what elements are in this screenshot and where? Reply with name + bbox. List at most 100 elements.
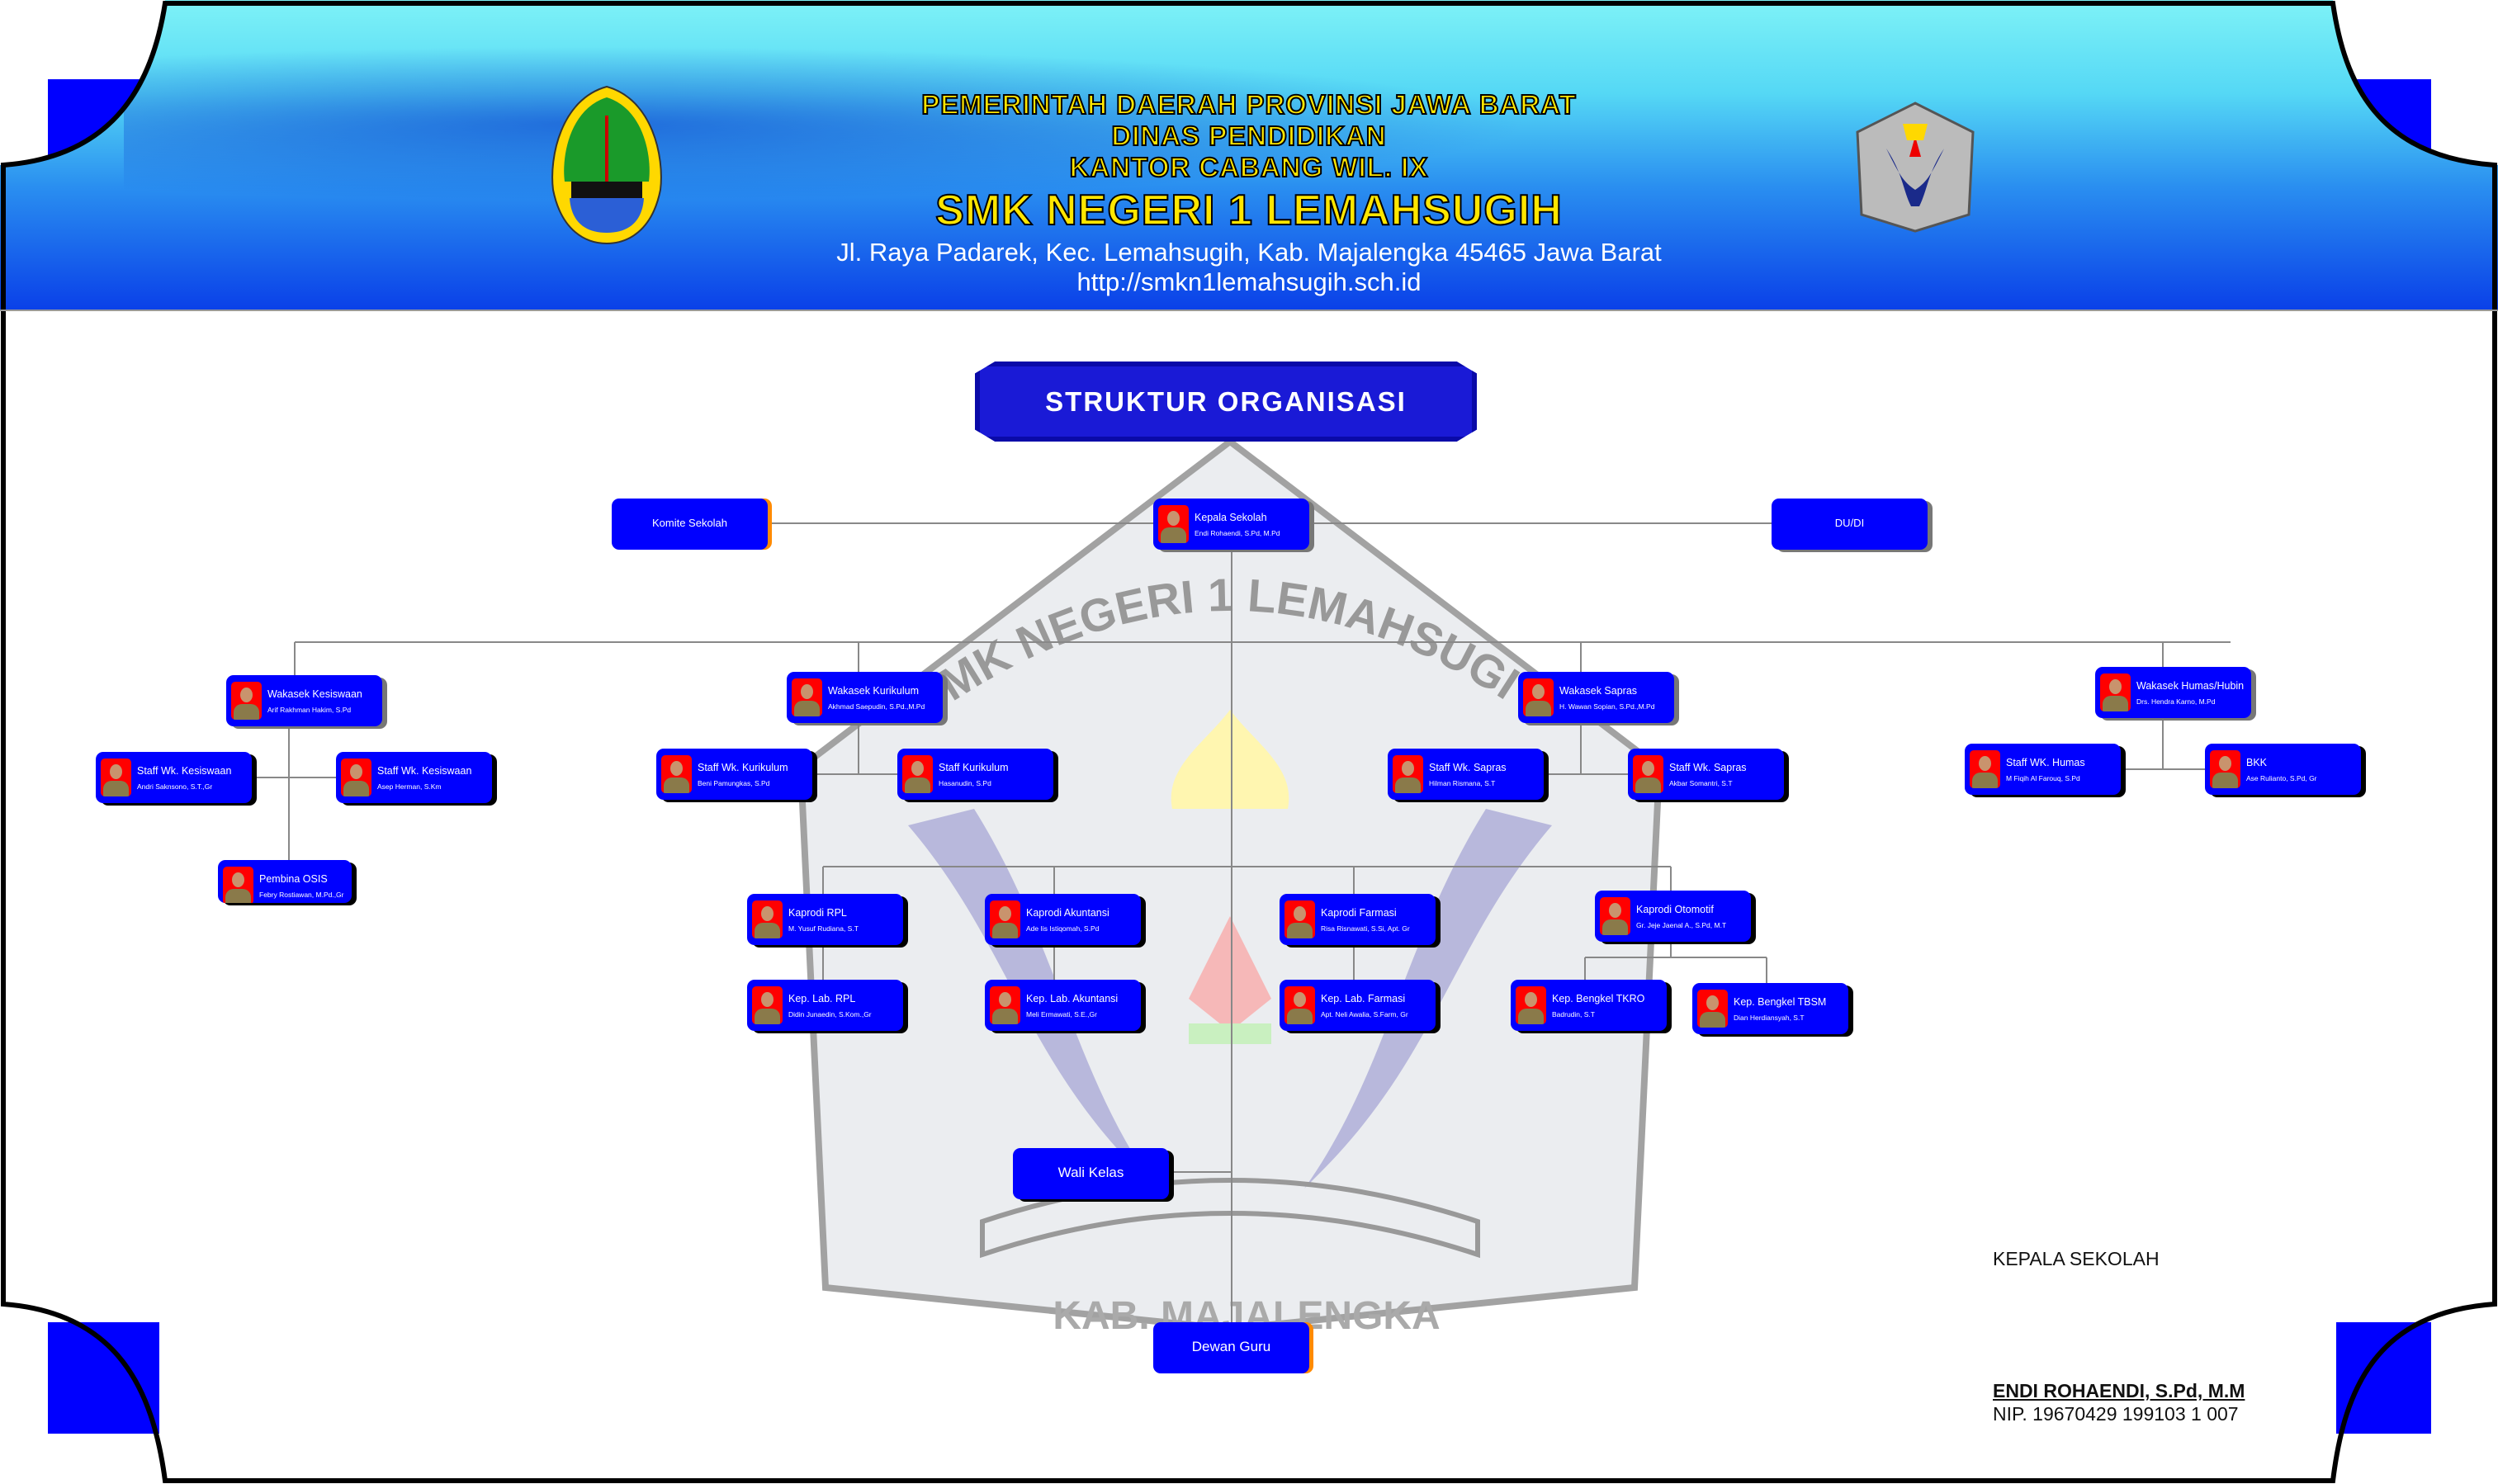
org-card-komite-sekolah[interactable]: Komite Sekolah [612,499,768,550]
signature-nip: NIP. 19670429 199103 1 007 [1993,1403,2239,1425]
card-person-name: Akbar Somantri, S.T [1669,779,1733,787]
card-position-title: Staff Wk. Kesiswaan [137,765,232,777]
header-department: DINAS PENDIDIKAN [1111,121,1387,151]
org-card-staff-wk-kesiswaan[interactable]: Andri Saknsono, S.T.,Gr Staff Wk. Kesiswa… [96,752,252,803]
person-photo-icon [752,986,783,1024]
person-photo-icon [223,867,253,903]
org-card-kep-lab-rpl[interactable]: Didin Junaedin, S.Kom.,Gr Kep. Lab. RPL [747,980,903,1031]
card-person-name: Asep Herman, S.Km [377,782,442,791]
card-position-title: Wakasek Humas/Hubin [2136,680,2245,692]
person-photo-icon [341,759,371,796]
org-card-wali-kelas[interactable]: Wali Kelas [1013,1148,1169,1199]
header-website: http://smkn1lemahsugih.sch.id [1076,267,1422,296]
org-card-wakasek-kurikulum[interactable]: Akhmad Saepudin, S.Pd.,M.Pd Wakasek Kurik… [787,672,943,723]
card-person-name: Apt. Neli Awalia, S.Farm, Gr [1321,1010,1408,1018]
card-person-name: Andri Saknsono, S.T.,Gr [137,782,213,791]
card-person-name: Akhmad Saepudin, S.Pd.,M.Pd [828,702,925,711]
card-position-title: Staff Wk. Sapras [1429,762,1507,773]
person-photo-icon [1697,990,1728,1028]
card-position-title: Wali Kelas [1057,1165,1124,1180]
card-person-name: Ade Iis Istiqomah, S.Pd [1026,924,1100,933]
person-photo-icon [1970,750,2000,788]
person-photo-icon [661,755,692,793]
card-person-name: Risa Risnawati, S.Si, Apt. Gr [1321,924,1410,933]
org-card-du-di[interactable]: DU/DI [1772,499,1928,550]
org-card-kep-lab-farmasi[interactable]: Apt. Neli Awalia, S.Farm, Gr Kep. Lab. Fa… [1280,980,1436,1031]
person-photo-icon [990,986,1020,1024]
header-school-name: SMK NEGERI 1 LEMAHSUGIH [935,187,1563,234]
card-position-title: Kaprodi Akuntansi [1026,907,1109,919]
card-person-name: Beni Pamungkas, S.Pd [698,779,770,787]
card-person-name: Drs. Hendra Karno, M.Pd [2136,697,2216,706]
signature-role: KEPALA SEKOLAH [1993,1248,2160,1269]
person-photo-icon [2100,673,2131,711]
person-photo-icon [2210,750,2240,788]
org-card-bkk[interactable]: Ase Rulianto, S.Pd, Gr BKK [2205,744,2361,795]
card-position-title: Kep. Lab. Farmasi [1321,993,1406,1004]
corner-decoration [2336,1322,2431,1434]
card-position-title: Staff Kurikulum [939,762,1009,773]
org-card-pembina-osis[interactable]: Febry Rostiawan, M.Pd.,Gr Pembina OSIS [218,860,352,903]
org-card-staff-wk-kesiswaan[interactable]: Asep Herman, S.Km Staff Wk. Kesiswaan [336,752,492,803]
card-person-name: Badrudin, S.T [1552,1010,1595,1018]
card-position-title: Staff Wk. Kesiswaan [377,765,472,777]
card-person-name: Ase Rulianto, S.Pd, Gr [2246,774,2317,782]
person-photo-icon [902,755,933,793]
jawa-barat-emblem-icon [545,83,669,248]
card-position-title: Kep. Bengkel TBSM [1734,996,1827,1008]
person-photo-icon [1284,900,1315,938]
card-position-title: Staff Wk. Kurikulum [698,762,788,773]
card-person-name: Endi Rohaendi, S.Pd, M.Pd [1195,529,1280,537]
card-position-title: Kep. Bengkel TKRO [1552,993,1645,1004]
header-banner: PEMERINTAH DAERAH PROVINSI JAWA BARAT DI… [0,0,2498,310]
person-photo-icon [1393,755,1423,793]
header-address: Jl. Raya Padarek, Kec. Lemahsugih, Kab. … [836,238,1662,267]
card-position-title: Kaprodi Otomotif [1636,904,1714,915]
card-position-title: Wakasek Kurikulum [828,685,919,697]
card-position-title: BKK [2246,757,2268,768]
header-government: PEMERINTAH DAERAH PROVINSI JAWA BARAT [921,89,1577,120]
card-person-name: Didin Junaedin, S.Kom.,Gr [788,1010,872,1018]
header-branch: KANTOR CABANG WIL. IX [1069,152,1429,182]
card-person-name: H. Wawan Sopian, S.Pd.,M.Pd [1559,702,1655,711]
card-position-title: Kaprodi RPL [788,907,847,919]
card-position-title: Staff WK. Humas [2006,757,2085,768]
org-card-staff-wk-kurikulum[interactable]: Beni Pamungkas, S.Pd Staff Wk. Kurikulum [656,749,812,800]
org-card-wakasek-humas-hubin[interactable]: Drs. Hendra Karno, M.Pd Wakasek Humas/Hub… [2095,667,2251,718]
card-position-title: Kep. Lab. RPL [788,993,856,1004]
card-person-name: Arif Rakhman Hakim, S.Pd [267,706,352,714]
card-position-title: DU/DI [1834,517,1865,529]
card-position-title: Staff Wk. Sapras [1669,762,1747,773]
person-photo-icon [990,900,1020,938]
signature-name: ENDI ROHAENDI, S.Pd, M.M [1993,1380,2245,1401]
person-photo-icon [1158,505,1189,543]
org-card-kaprodi-akuntansi[interactable]: Ade Iis Istiqomah, S.Pd Kaprodi Akuntansi [985,894,1141,945]
page-title: STRUKTUR ORGANISASI [975,362,1477,442]
person-photo-icon [752,900,783,938]
card-position-title: Dewan Guru [1191,1339,1271,1354]
person-photo-icon [1600,897,1630,935]
org-card-dewan-guru[interactable]: Dewan Guru [1153,1322,1309,1373]
smkn1-lemahsugih-emblem-icon [1853,99,1977,235]
person-photo-icon [792,678,822,716]
card-person-name: Febry Rostiawan, M.Pd.,Gr [259,891,344,899]
person-photo-icon [1523,678,1554,716]
person-photo-icon [1516,986,1546,1024]
card-position-title: Pembina OSIS [259,873,328,885]
person-photo-icon [231,682,262,720]
org-card-staff-wk-sapras[interactable]: Akbar Somantri, S.T Staff Wk. Sapras [1628,749,1784,800]
org-card-kep-bengkel-tkro[interactable]: Badrudin, S.T Kep. Bengkel TKRO [1511,980,1667,1031]
